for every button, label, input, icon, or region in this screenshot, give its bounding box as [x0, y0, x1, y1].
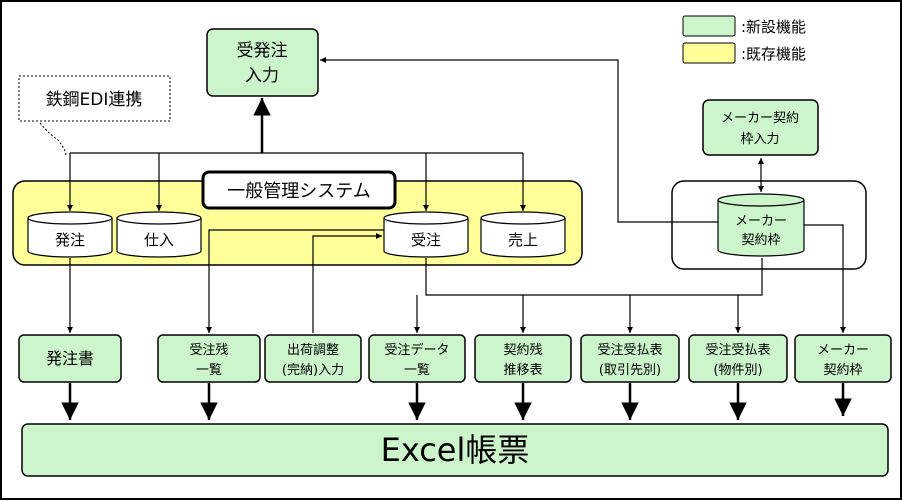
output-shukka-line1: 出荷調整 [287, 343, 339, 358]
output-keiyakuzan-line2: 推移表 [503, 363, 542, 378]
system-title-box: 一般管理システム [201, 170, 397, 210]
juhatchu-input-line1: 受発注 [237, 41, 288, 61]
db-hacchu: 発注 [27, 211, 113, 258]
output-keiyakuzan-line1: 契約残 [503, 343, 542, 358]
output-shukka-line2: (完納)入力 [282, 363, 344, 378]
output-maker-waku-line1: メーカー [817, 343, 869, 358]
db-shiire: 仕入 [116, 211, 202, 258]
legend-new-swatch [682, 15, 736, 37]
legend: :新設機能 :既存機能 [682, 15, 806, 64]
db-shiire-label: 仕入 [144, 231, 174, 249]
edi-box: 鉄鋼EDI連携 [18, 75, 171, 122]
output-juchuzan-line1: 受注残 [189, 343, 228, 358]
output-hacchusho-label: 発注書 [46, 349, 94, 368]
legend-existing-label: :既存機能 [741, 45, 806, 63]
output-harai-torihiki-line2: (取引先別) [599, 363, 661, 378]
output-harai-bukken: 受注受払表 (物件別) [688, 334, 788, 383]
output-harai-bukken-line2: (物件別) [713, 363, 762, 378]
db-hacchu-label: 発注 [55, 231, 85, 249]
output-juchuzan: 受注残 一覧 [157, 334, 261, 383]
excel-box: Excel帳票 [21, 423, 889, 477]
output-harai-torihiki: 受注受払表 (取引先別) [580, 334, 680, 383]
output-harai-torihiki-line1: 受注受払表 [597, 343, 662, 358]
maker-contract-input-line1: メーカー契約 [721, 111, 799, 126]
output-maker-waku-line2: 契約枠 [823, 363, 862, 378]
db-juchu: 受注 [383, 211, 469, 258]
shukka-to-juchu [312, 233, 382, 333]
output-harai-bukken-line1: 受注受払表 [705, 343, 770, 358]
db-maker: メーカー 契約枠 [717, 193, 805, 257]
output-shukka: 出荷調整 (完納)入力 [264, 334, 362, 383]
output-juchu-data-line1: 受注データ [384, 342, 449, 358]
maker-contract-input-box: メーカー契約 枠入力 [702, 99, 819, 156]
output-juchu-data-line2: 一覧 [404, 362, 430, 378]
legend-new-label: :新設機能 [741, 18, 806, 36]
maker-to-juhatchu-arrow [320, 57, 718, 223]
juchu-output-bus [425, 258, 763, 296]
system-title: 一般管理システム [227, 181, 370, 202]
output-keiyakuzan: 契約残 推移表 [474, 334, 572, 383]
db-uriage-label: 売上 [508, 231, 538, 249]
legend-existing-swatch [682, 42, 736, 64]
db-uriage: 売上 [480, 211, 566, 258]
output-hacchusho: 発注書 [18, 334, 122, 383]
output-juchuzan-line2: 一覧 [196, 362, 222, 378]
db-juchu-label: 受注 [411, 231, 441, 249]
juhatchu-input-box: 受発注 入力 [206, 28, 319, 97]
maker-contract-input-line2: 枠入力 [740, 132, 779, 147]
edi-link [39, 122, 67, 156]
excel-label: Excel帳票 [381, 431, 530, 469]
db-maker-line1: メーカー [735, 214, 787, 229]
juchu-to-juchuzan [206, 229, 384, 333]
db-maker-line2: 契約枠 [741, 233, 780, 248]
connectors [39, 57, 852, 420]
output-juchu-data: 受注データ 一覧 [368, 334, 466, 383]
edi-label: 鉄鋼EDI連携 [46, 90, 143, 110]
juhatchu-input-line2: 入力 [245, 66, 279, 86]
maker-to-waku [804, 224, 846, 333]
output-maker-waku: メーカー 契約枠 [794, 334, 892, 383]
